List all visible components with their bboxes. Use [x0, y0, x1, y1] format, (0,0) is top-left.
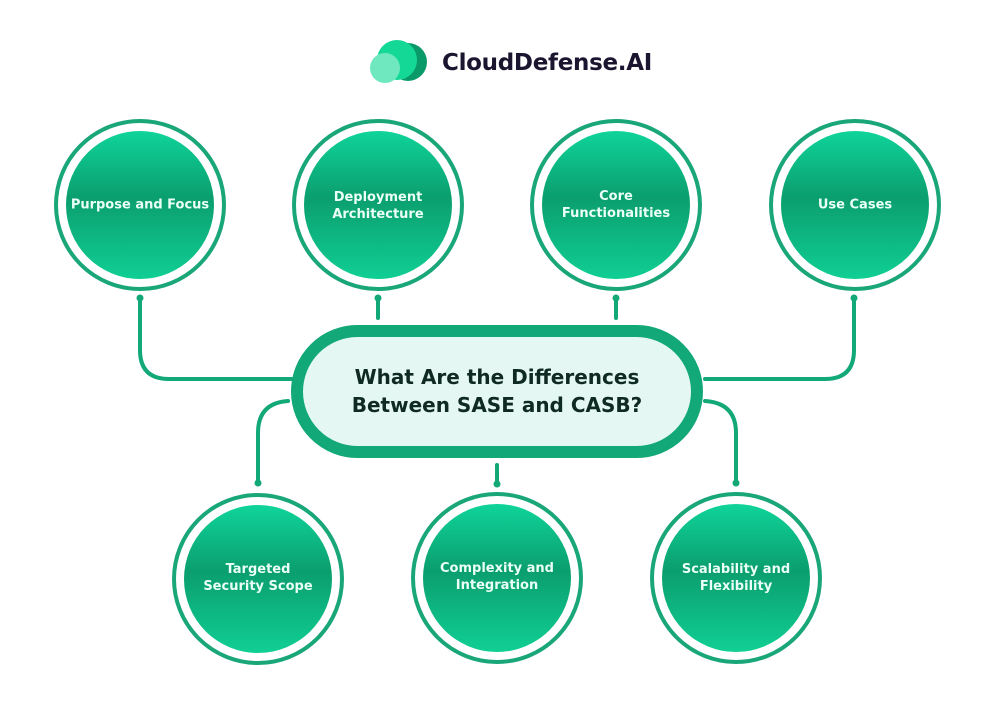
node-targeted-security-scope: [172, 493, 344, 665]
node-label-core: Core Functionalities: [541, 188, 691, 222]
connector-dot: [612, 294, 620, 302]
connector-scalability: [703, 399, 738, 485]
node-label-complexity: Complexity and Integration: [422, 560, 572, 594]
node-use-cases: [769, 119, 941, 291]
cloud-circles-icon: [370, 40, 427, 83]
node-label-scalability: Scalability and Flexibility: [661, 561, 811, 595]
brand-logo: CloudDefense.AI: [368, 38, 652, 88]
node-label-line: Functionalities: [561, 206, 671, 221]
node-label-line: Complexity and: [440, 561, 554, 576]
node-label-usecases: Use Cases: [780, 197, 930, 214]
node-label-targeted: Targeted Security Scope: [183, 561, 333, 595]
node-label-line: Targeted: [225, 562, 291, 577]
node-fill: [781, 131, 929, 279]
connector-targeted: [256, 399, 290, 485]
center-title-line1: What Are the Differences: [354, 365, 640, 389]
node-fill: [66, 131, 214, 279]
node-purpose-and-focus: [54, 119, 226, 291]
node-label-deployment: Deployment Architecture: [303, 189, 453, 223]
node-label-line: Core: [599, 189, 633, 204]
logo-circle-mint: [370, 53, 400, 83]
node-label-line: Flexibility: [699, 579, 773, 594]
node-fill: [662, 504, 810, 652]
node-label-line: Integration: [455, 578, 539, 593]
node-label-line: Scalability and: [681, 562, 791, 577]
node-label-line: Architecture: [332, 207, 424, 222]
connector-dot: [732, 479, 740, 487]
node-label-line: Deployment: [333, 190, 423, 205]
node-fill: [304, 131, 452, 279]
brand-name: CloudDefense.AI: [442, 50, 652, 76]
center-topic-pill: [291, 325, 703, 458]
node-scalability-and-flexibility: [650, 492, 822, 664]
connector-dots: [136, 294, 858, 488]
connector-usecases: [703, 296, 856, 381]
center-topic-title: What Are the Differences Between SASE an…: [317, 363, 677, 419]
connector-dot: [493, 480, 501, 488]
connector-dot: [374, 294, 382, 302]
node-complexity-and-integration: [411, 492, 583, 664]
node-fill: [184, 505, 332, 653]
node-deployment-architecture: [292, 119, 464, 291]
connector-dot: [254, 479, 262, 487]
node-fill: [542, 131, 690, 279]
node-label-line: Use Cases: [817, 197, 893, 213]
node-label-line: Purpose and Focus: [70, 197, 210, 213]
node-core-functionalities: [530, 119, 702, 291]
center-title-line2: Between SASE and CASB?: [351, 393, 643, 417]
node-label-line: Security Scope: [203, 579, 313, 594]
node-fill: [423, 504, 571, 652]
node-label-purpose: Purpose and Focus: [65, 197, 215, 214]
connector-dot: [850, 294, 858, 302]
connector-purpose: [138, 296, 294, 381]
connector-dot: [136, 294, 144, 302]
